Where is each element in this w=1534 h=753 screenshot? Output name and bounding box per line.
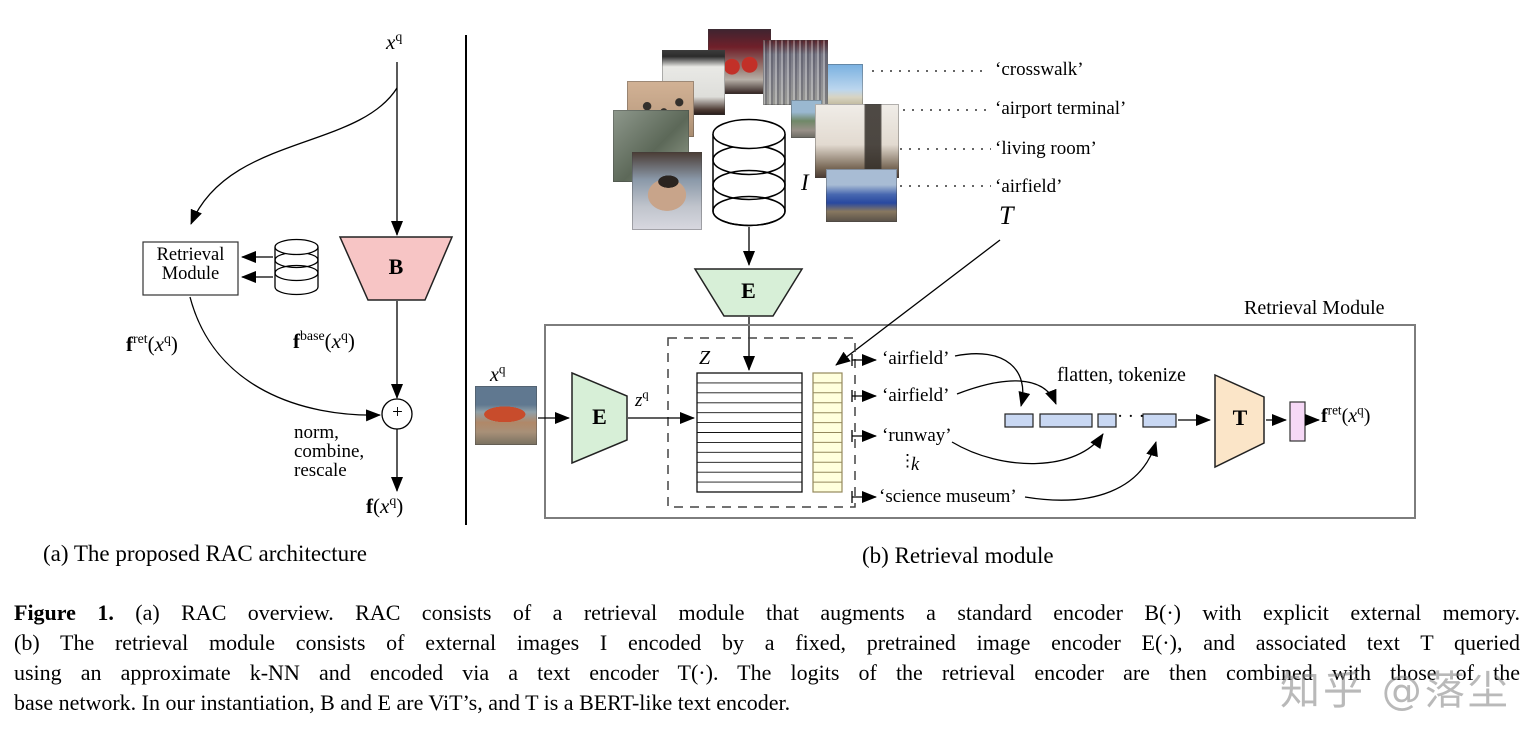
f-ret-label-a: fret(xq)	[126, 331, 178, 356]
memory-text-airport-terminal: ‘airport terminal’	[995, 98, 1127, 119]
embedding-grid	[696, 372, 803, 493]
caption-line-3: using an approximate k-NN and encoded vi…	[14, 660, 1520, 685]
retrieval-module-title: Retrieval Module	[1244, 297, 1385, 319]
memory-text-living-room: ‘living room’	[995, 138, 1097, 159]
zq-label: zq	[635, 387, 649, 411]
retrieved-text-1: ‘airfield’	[882, 348, 950, 369]
retrieved-text-2: ‘airfield’	[882, 385, 950, 406]
arrow-airfield1-to-token	[954, 353, 1031, 407]
panel-b-caption: (b) Retrieval module	[862, 543, 1054, 568]
query-input-label-a: xq	[386, 29, 403, 54]
arrow-runway-to-token	[951, 433, 1104, 465]
text-embedding-column	[812, 372, 843, 493]
embedding-set-label: Z	[699, 347, 711, 369]
vdots-symbol: ⋮	[899, 451, 916, 470]
figure-caption: Figure 1. (a) RAC overview. RAC consists…	[14, 598, 1520, 718]
image-encoder-top-trapezoid	[693, 268, 804, 317]
base-encoder-trapezoid	[338, 236, 454, 301]
arrow-airfield2-to-token	[956, 380, 1057, 405]
retrieval-logits-bar	[1289, 401, 1306, 442]
image-encoder-top-label: E	[741, 278, 756, 303]
plus-symbol: +	[392, 402, 403, 423]
text-encoder-label: T	[1232, 405, 1248, 430]
retrieved-text-3: ‘runway’	[882, 425, 952, 446]
retrieval-module-box	[142, 241, 239, 296]
panel-a-caption: (a) The proposed RAC architecture	[43, 541, 368, 566]
image-memory-cylinder	[712, 118, 786, 227]
token-ellipsis: · · ·	[1117, 407, 1145, 427]
query-input-label-b: xq	[490, 361, 506, 386]
memory-text-crosswalk: ‘crosswalk’	[995, 59, 1084, 80]
base-encoder-label: B	[388, 254, 404, 279]
memory-photo-blue-airplane	[826, 169, 897, 222]
retrieval-module-box-label: Retrieval Module	[156, 245, 225, 285]
arrow-fret-to-plus	[189, 296, 381, 422]
combine-note: norm, combine, rescale	[294, 422, 365, 481]
retrieved-text-arrows	[851, 354, 877, 503]
image-encoder-query-trapezoid	[571, 371, 628, 465]
k-label: k	[911, 455, 920, 475]
dotted-leader-lines	[867, 70, 991, 187]
retrieval-module-outline	[544, 324, 1416, 519]
arrow-textset-to-memory	[835, 239, 1001, 366]
memory-text-airfield: ‘airfield’	[995, 176, 1063, 197]
image-encoder-query-label: E	[592, 404, 607, 429]
caption-line-2: (b) The retrieval module consists of ext…	[14, 630, 1520, 655]
caption-line-1: Figure 1. (a) RAC overview. RAC consists…	[14, 600, 1521, 625]
watermark: 知乎 @落尘	[1280, 668, 1511, 714]
f-ret-label-b: fret(xq)	[1321, 402, 1371, 427]
memory-photo-museum	[815, 104, 899, 178]
retrieved-text-4: ‘science museum’	[879, 486, 1017, 507]
token-bars	[1004, 413, 1177, 428]
text-encoder-trapezoid	[1214, 373, 1265, 469]
arrow-xq-to-retrieval-module	[190, 87, 398, 225]
diagram-linework	[142, 35, 1416, 525]
memory-cylinder-small	[274, 238, 319, 296]
f-base-label: fbase(xq)	[293, 328, 355, 353]
flatten-tokenize-label: flatten, tokenize	[1057, 364, 1186, 386]
text-set-label: T	[999, 201, 1014, 230]
query-image-biplane	[475, 386, 537, 445]
arrow-museum-to-token	[1024, 441, 1158, 501]
image-set-label: I	[801, 170, 809, 195]
f-output-label: f(xq)	[366, 493, 404, 518]
memory-photo-crowd	[763, 40, 828, 105]
memory-photo-woman-sunglasses	[632, 152, 702, 230]
caption-line-4: base network. In our instantiation, B an…	[14, 690, 791, 715]
knn-dashed-box	[667, 337, 856, 508]
